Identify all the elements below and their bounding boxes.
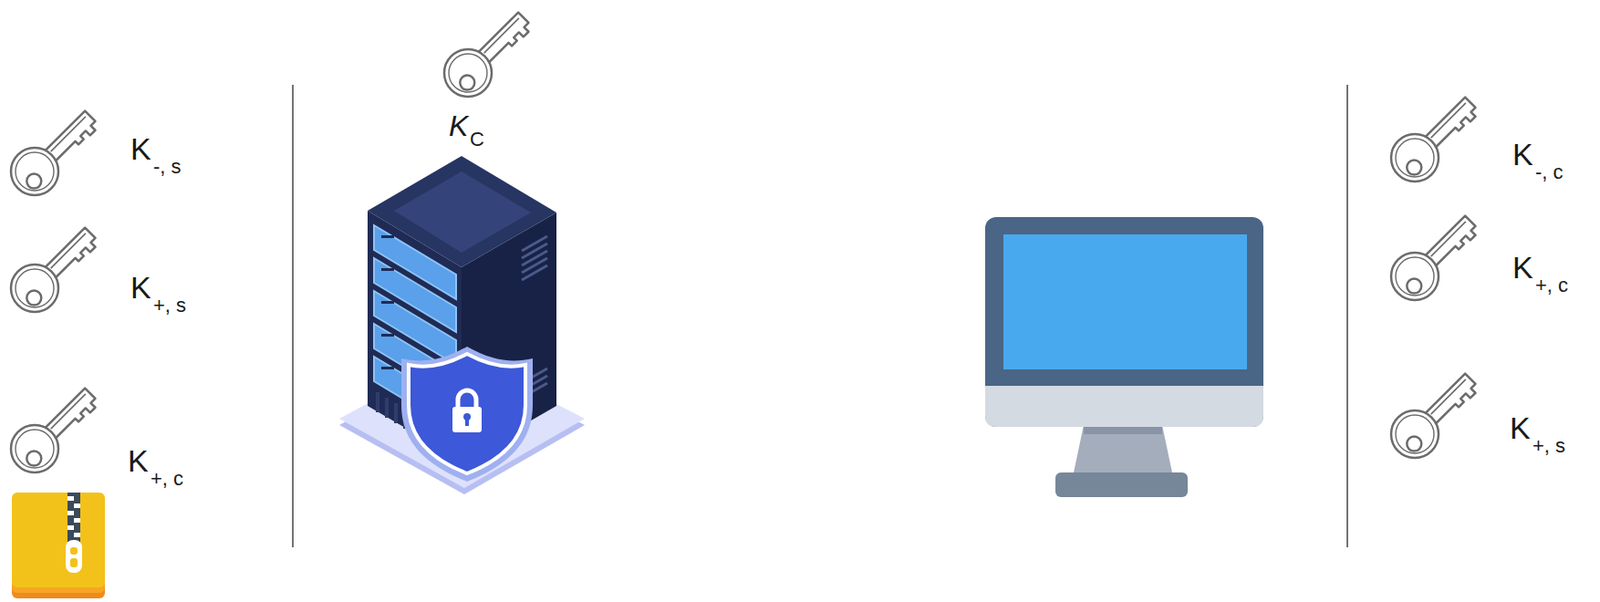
key-letter: K [448, 111, 468, 141]
key-letter: K [127, 445, 149, 477]
key-letter: K [1512, 138, 1534, 170]
key-letter: K [130, 271, 152, 303]
key-subscript: C [469, 129, 485, 150]
key-icon [0, 99, 107, 206]
key-subscript: -, s [153, 156, 182, 177]
key-subscript: +, c [1535, 275, 1569, 296]
server-illustration [339, 155, 585, 495]
key-icon [434, 0, 541, 107]
key-subscript: -, c [1535, 162, 1564, 183]
key-letter: K [1512, 251, 1534, 283]
key-icon [1381, 85, 1487, 192]
key-icon [0, 376, 107, 483]
key-letter: K [1509, 412, 1531, 444]
key-icon [1381, 204, 1487, 311]
separator-line [1346, 84, 1349, 548]
key-subscript: +, s [153, 295, 187, 316]
key-subscript: +, s [1532, 436, 1566, 457]
key-icon [0, 216, 107, 323]
computer-monitor [985, 217, 1264, 498]
separator-line [291, 84, 294, 548]
key-icon [1381, 362, 1487, 468]
key-subscript: +, c [150, 468, 184, 489]
zip-icon [11, 492, 105, 599]
key-letter: K [130, 133, 152, 165]
